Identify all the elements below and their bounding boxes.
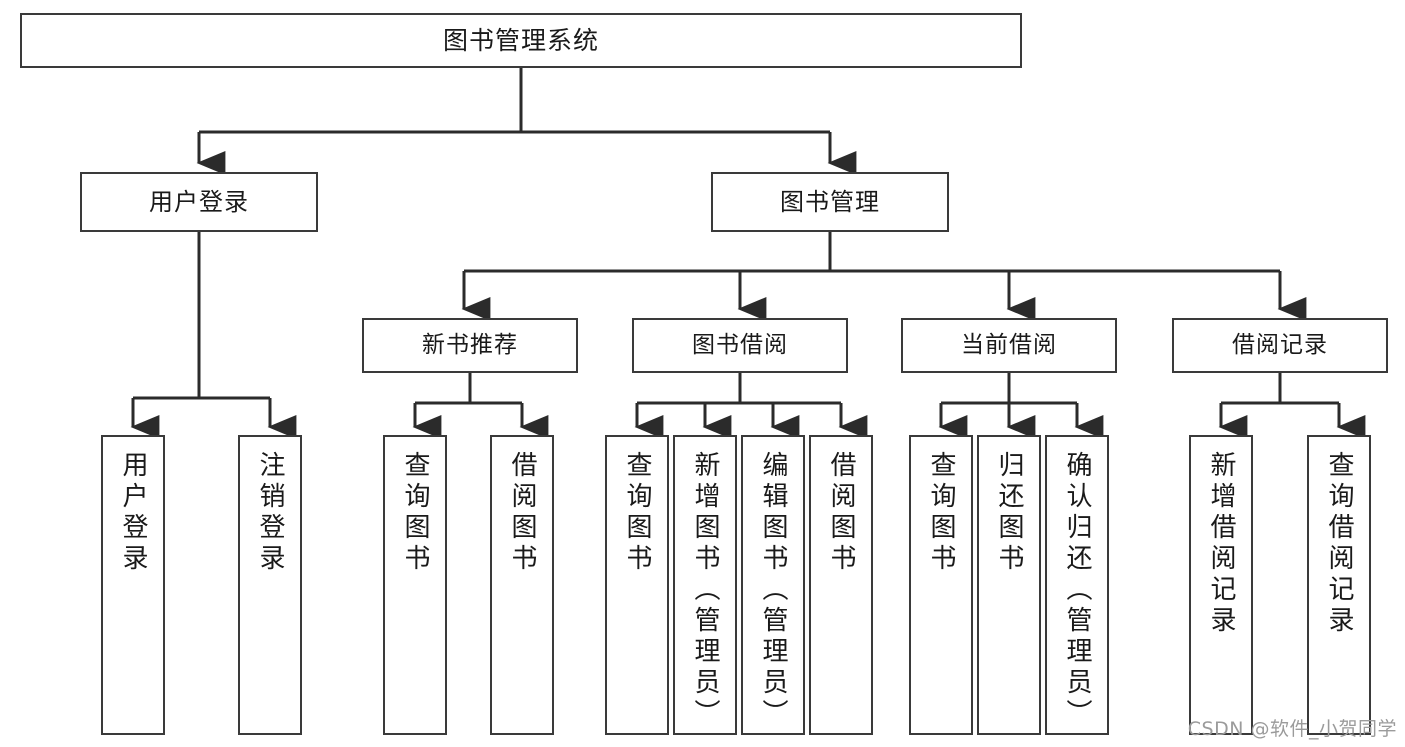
node-leaf-add-record-label: 新增借阅记录 [1206,451,1236,637]
node-leaf-borrow-book-1-label: 借阅图书 [507,451,537,575]
node-leaf-edit-book-label: 编辑图书（管理员） [758,451,788,730]
node-leaf-user-logout[interactable]: 注销登录 [238,435,302,735]
node-borrow-record-label: 借阅记录 [1232,331,1328,358]
node-leaf-query-book-3[interactable]: 查询图书 [909,435,973,735]
node-leaf-user-login[interactable]: 用户登录 [101,435,165,735]
node-leaf-borrow-book-2-label: 借阅图书 [826,451,856,575]
node-user-login-label: 用户登录 [149,187,249,216]
node-leaf-add-book[interactable]: 新增图书（管理员） [673,435,737,735]
node-leaf-query-book-1-label: 查询图书 [400,451,430,575]
node-user-login[interactable]: 用户登录 [80,172,318,232]
node-leaf-user-logout-label: 注销登录 [255,451,285,575]
node-book-borrow-label: 图书借阅 [692,331,788,358]
node-new-book-rec-label: 新书推荐 [422,331,518,358]
node-leaf-query-record[interactable]: 查询借阅记录 [1307,435,1371,735]
node-book-borrow[interactable]: 图书借阅 [632,318,848,373]
node-book-manage[interactable]: 图书管理 [711,172,949,232]
node-leaf-confirm-return-label: 确认归还（管理员） [1062,451,1092,730]
node-leaf-return-book-label: 归还图书 [994,451,1024,575]
node-root[interactable]: 图书管理系统 [20,13,1022,68]
node-leaf-query-book-1[interactable]: 查询图书 [383,435,447,735]
node-leaf-add-record[interactable]: 新增借阅记录 [1189,435,1253,735]
node-leaf-query-book-3-label: 查询图书 [926,451,956,575]
node-leaf-user-login-label: 用户登录 [118,451,148,575]
node-leaf-query-book-2-label: 查询图书 [622,451,652,575]
node-leaf-return-book[interactable]: 归还图书 [977,435,1041,735]
node-borrow-record[interactable]: 借阅记录 [1172,318,1388,373]
node-root-label: 图书管理系统 [442,25,599,55]
node-leaf-query-record-label: 查询借阅记录 [1324,451,1354,637]
node-current-borrow[interactable]: 当前借阅 [901,318,1117,373]
node-leaf-borrow-book-2[interactable]: 借阅图书 [809,435,873,735]
csdn-watermark: CSDN @软件_小贺同学 [1187,718,1397,740]
node-book-manage-label: 图书管理 [780,187,880,216]
node-leaf-borrow-book-1[interactable]: 借阅图书 [490,435,554,735]
node-leaf-confirm-return[interactable]: 确认归还（管理员） [1045,435,1109,735]
node-leaf-add-book-label: 新增图书（管理员） [690,451,720,730]
node-current-borrow-label: 当前借阅 [961,331,1057,358]
node-leaf-query-book-2[interactable]: 查询图书 [605,435,669,735]
node-leaf-edit-book[interactable]: 编辑图书（管理员） [741,435,805,735]
node-new-book-rec[interactable]: 新书推荐 [362,318,578,373]
